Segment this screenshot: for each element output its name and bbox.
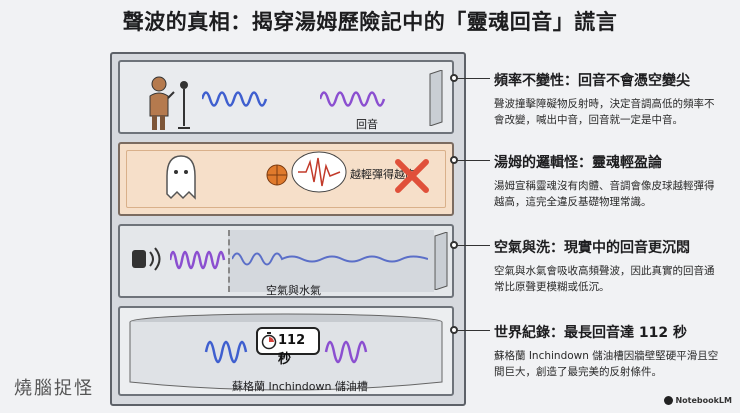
wave-icon (202, 91, 268, 107)
panel-ghost-inner (126, 150, 446, 208)
notebooklm-icon (664, 396, 674, 405)
connector-dot (450, 326, 458, 334)
connector-line (452, 160, 490, 161)
section-heading: 空氣與洗：現實中的回音更沉悶 (494, 240, 690, 256)
wall-icon (434, 232, 448, 290)
connector-line (452, 245, 490, 246)
panel-frequency: 回音 (118, 60, 454, 134)
brand-mark: NotebookLM (664, 396, 732, 405)
basketball-icon (266, 164, 288, 186)
bounce-label: 越輕彈得越高 (350, 168, 416, 181)
tank-label: 蘇格蘭 Inchindown 儲油槽 (232, 380, 368, 393)
connector-dot (450, 241, 458, 249)
echo-label: 回音 (356, 118, 378, 131)
section-body: 湯姆宣稱靈魂沒有肉體、音調會像皮球越輕彈得越高，這完全違反基礎物理常識。 (494, 180, 715, 208)
wall-icon (429, 70, 443, 126)
panel-ghost: 越輕彈得越高 (118, 142, 454, 216)
speaker-icon (132, 247, 161, 271)
section-heading: 頻率不變性：回音不會憑空變尖 (494, 73, 690, 89)
bubble-wave-icon (291, 151, 347, 193)
section-frequency: 頻率不變性：回音不會憑空變尖 聲波撞擊障礙物反射時，決定音調高低的頻率不會改變，… (494, 70, 724, 128)
connector-line (452, 330, 490, 331)
damped-wave-icon (232, 252, 428, 266)
watermark: 燒腦捉怪 (14, 378, 94, 399)
page-title: 聲波的真相：揭穿湯姆歷險記中的「靈魂回音」謊言 (122, 10, 618, 34)
tank-icon (129, 313, 443, 391)
section-body: 蘇格蘭 Inchindown 儲油槽因牆壁堅硬平滑且空間巨大，創造了最完美的反射… (494, 350, 719, 378)
timer-label: 112 秒 (278, 333, 306, 367)
section-heading: 世界紀錄：最長回音達 112 秒 (494, 325, 687, 341)
wave-icon (170, 250, 226, 270)
section-body: 聲波撞擊障礙物反射時，決定音調高低的頻率不會改變，喊出中音，回音就一定是中音。 (494, 98, 715, 126)
connector-dot (450, 156, 458, 164)
panel-air: 空氣與水氣 (118, 224, 454, 298)
section-heading: 湯姆的邏輯怪：靈魂輕盈論 (494, 155, 662, 171)
ghost-icon (166, 155, 196, 200)
microphone-icon (178, 81, 190, 129)
air-label: 空氣與水氣 (266, 284, 321, 297)
section-ghost-logic: 湯姆的邏輯怪：靈魂輕盈論 湯姆宣稱靈魂沒有肉體、音調會像皮球越輕彈得越高，這完全… (494, 152, 724, 210)
section-record: 世界紀錄：最長回音達 112 秒 蘇格蘭 Inchindown 儲油槽因牆壁堅硬… (494, 322, 724, 380)
section-body: 空氣與水氣會吸收高頻聲波，因此真實的回音通常比原聲更模糊或低沉。 (494, 265, 715, 293)
section-air: 空氣與洗：現實中的回音更沉悶 空氣與水氣會吸收高頻聲波，因此真實的回音通常比原聲… (494, 237, 724, 295)
connector-dot (450, 74, 458, 82)
cross-icon (395, 159, 429, 193)
wave-icon (320, 91, 386, 107)
stopwatch-icon: 112 秒 (256, 327, 320, 367)
person-icon (149, 76, 175, 130)
brand-label: NotebookLM (675, 396, 732, 405)
connector-line (452, 78, 490, 79)
